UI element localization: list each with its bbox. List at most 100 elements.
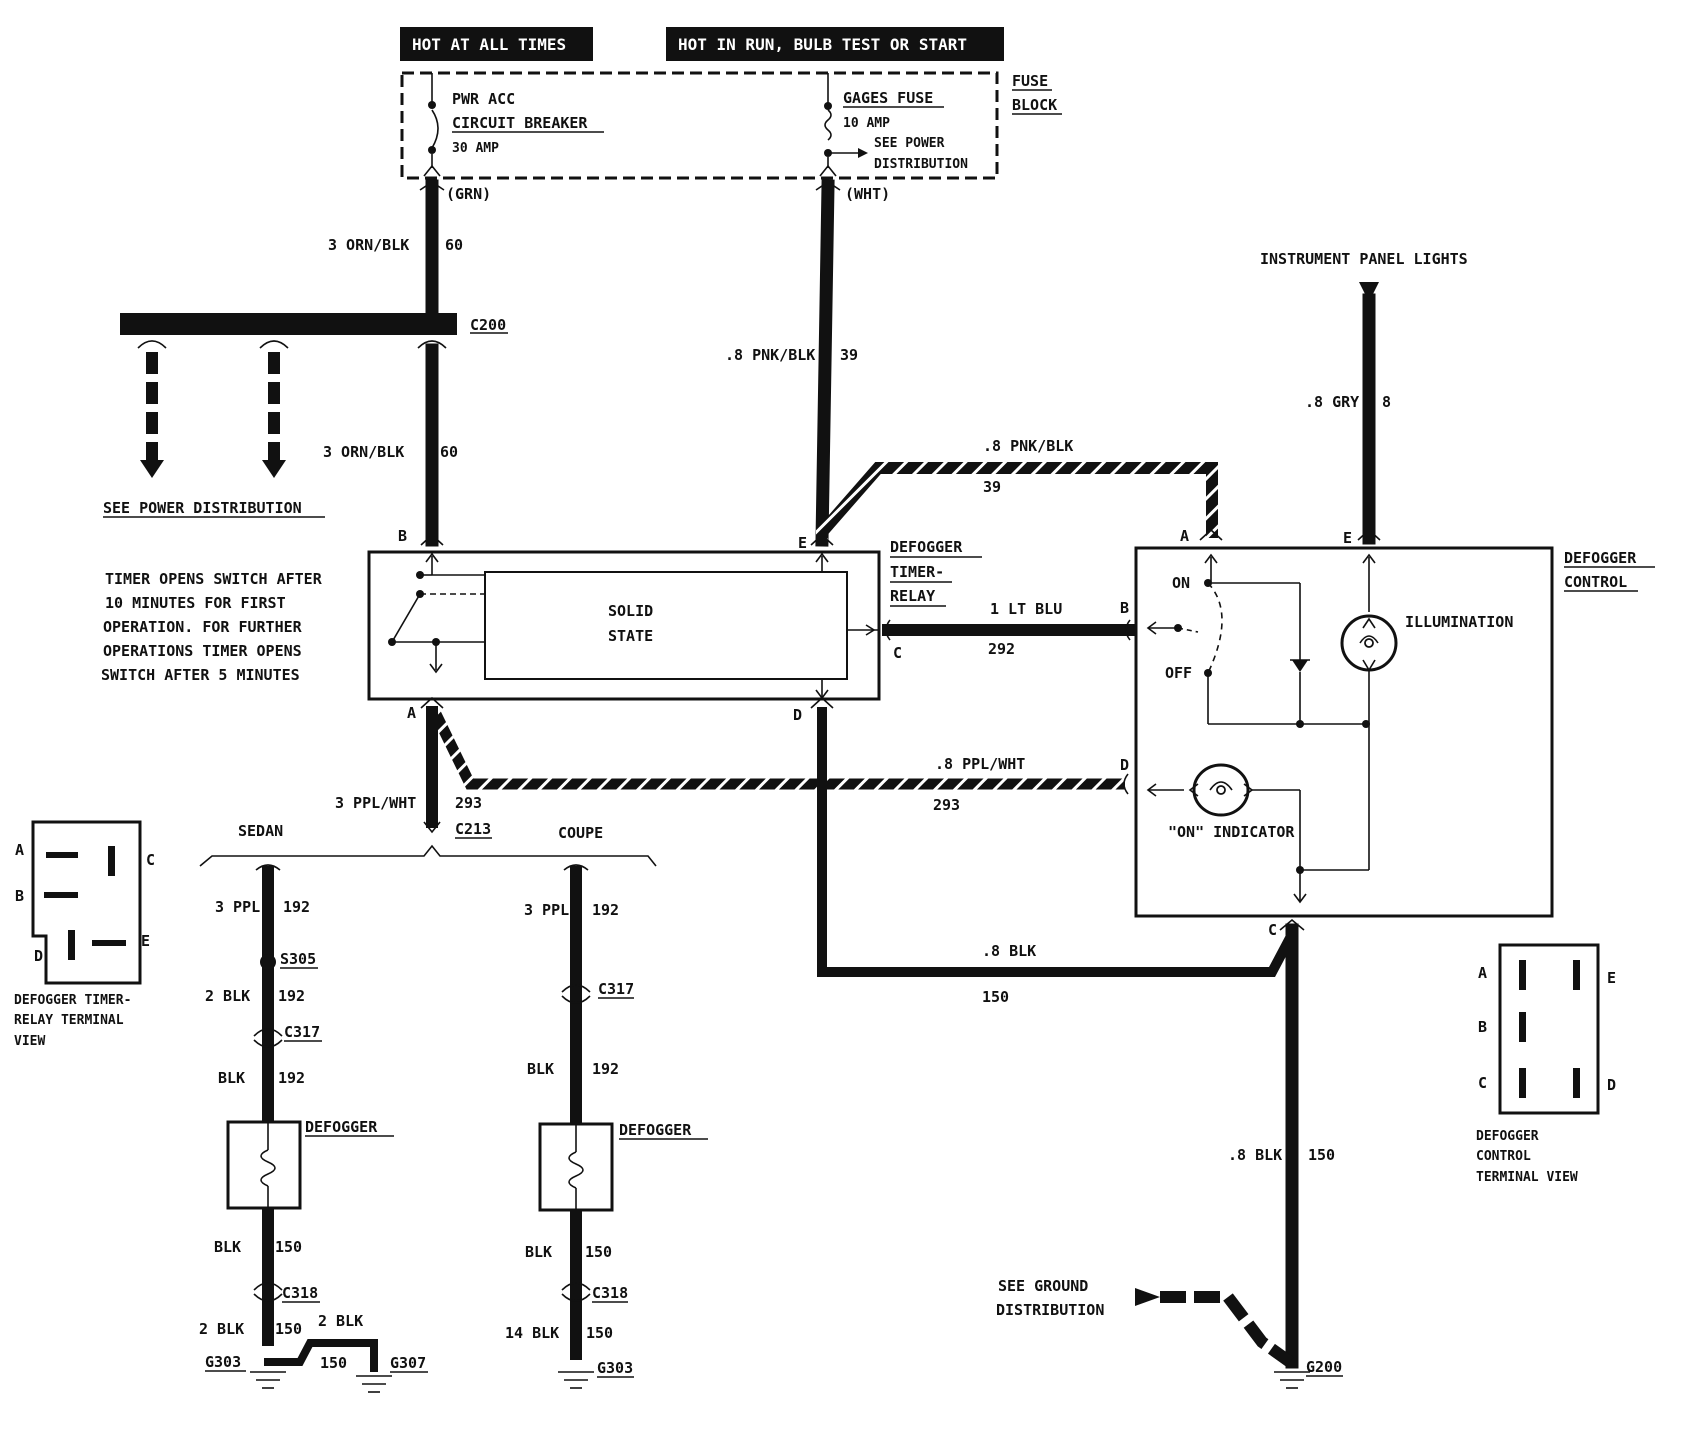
svg-text:E: E <box>1343 529 1352 547</box>
svg-text:G303: G303 <box>205 1353 241 1371</box>
svg-text:COUPE: COUPE <box>558 824 603 842</box>
svg-text:10 AMP: 10 AMP <box>843 116 890 131</box>
svg-text:192: 192 <box>592 901 619 919</box>
svg-text:STATE: STATE <box>608 627 653 645</box>
svg-text:D: D <box>1607 1076 1616 1094</box>
svg-text:OPERATION. FOR FURTHER: OPERATION. FOR FURTHER <box>103 618 303 636</box>
svg-text:OPERATIONS TIMER OPENS: OPERATIONS TIMER OPENS <box>103 642 302 660</box>
svg-text:3 ORN/BLK: 3 ORN/BLK <box>328 236 409 254</box>
sedan-coupe-brace: SEDAN COUPE <box>199 822 657 867</box>
svg-text:DEFOGGER: DEFOGGER <box>1476 1129 1539 1144</box>
svg-text:150: 150 <box>585 1243 612 1261</box>
svg-text:192: 192 <box>278 1069 305 1087</box>
svg-text:SOLID: SOLID <box>608 602 653 620</box>
svg-text:C: C <box>146 851 155 869</box>
ground-g303-coupe <box>558 1371 594 1389</box>
svg-text:C317: C317 <box>598 980 634 998</box>
svg-text:192: 192 <box>278 987 305 1005</box>
see-power-distribution-branch: SEE POWER DISTRIBUTION <box>103 352 325 518</box>
svg-text:3 ORN/BLK: 3 ORN/BLK <box>323 443 404 461</box>
svg-text:(GRN): (GRN) <box>446 185 491 203</box>
svg-text:.8 BLK: .8 BLK <box>1228 1146 1282 1164</box>
sedan-branch: 3 PPL 192 S305 2 BLK 192 C317 BLK 192 DE… <box>199 864 428 1393</box>
svg-text:DEFOGGER TIMER-: DEFOGGER TIMER- <box>14 993 131 1008</box>
svg-text:.8 GRY: .8 GRY <box>1305 393 1359 411</box>
svg-text:SEDAN: SEDAN <box>238 822 283 840</box>
svg-text:.8 PNK/BLK: .8 PNK/BLK <box>725 346 815 364</box>
svg-text:G303: G303 <box>597 1359 633 1377</box>
svg-text:192: 192 <box>283 898 310 916</box>
svg-text:B: B <box>1478 1018 1487 1036</box>
svg-text:BLK: BLK <box>527 1060 554 1078</box>
svg-text:150: 150 <box>1308 1146 1335 1164</box>
svg-text:150: 150 <box>275 1320 302 1338</box>
svg-text:DEFOGGER: DEFOGGER <box>890 538 963 556</box>
svg-text:DEFOGGER: DEFOGGER <box>1564 549 1637 567</box>
svg-text:DISTRIBUTION: DISTRIBUTION <box>874 157 968 172</box>
svg-text:150: 150 <box>275 1238 302 1256</box>
header-hot-in-run: HOT IN RUN, BULB TEST OR START <box>666 27 1004 61</box>
svg-text:SEE POWER: SEE POWER <box>874 136 945 151</box>
svg-text:ILLUMINATION: ILLUMINATION <box>1405 613 1513 631</box>
svg-text:SWITCH AFTER 5 MINUTES: SWITCH AFTER 5 MINUTES <box>101 666 300 684</box>
wire-blk-150: .8 BLK 150 .8 BLK 150 SEE GROUND DISTRIB… <box>817 707 1335 1369</box>
svg-text:A: A <box>407 704 416 722</box>
svg-text:INSTRUMENT PANEL LIGHTS: INSTRUMENT PANEL LIGHTS <box>1260 250 1468 268</box>
fuse-block: FUSE BLOCK PWR ACC CIRCUIT BREAKER 30 AM… <box>400 71 1062 180</box>
svg-text:TERMINAL VIEW: TERMINAL VIEW <box>1476 1170 1578 1185</box>
svg-text:14 BLK: 14 BLK <box>505 1324 559 1342</box>
svg-text:RELAY TERMINAL: RELAY TERMINAL <box>14 1013 124 1028</box>
svg-text:C213: C213 <box>455 820 491 838</box>
coupe-defogger-grid <box>538 1122 614 1212</box>
coupe-branch: 3 PPL 192 C317 BLK 192 DEFOGGER BLK 150 … <box>505 864 708 1389</box>
svg-text:DISTRIBUTION: DISTRIBUTION <box>996 1301 1104 1319</box>
svg-text:30 AMP: 30 AMP <box>452 141 499 156</box>
svg-text:E: E <box>798 534 807 552</box>
svg-text:10 MINUTES FOR FIRST: 10 MINUTES FOR FIRST <box>105 594 286 612</box>
svg-text:.8 PNK/BLK: .8 PNK/BLK <box>983 437 1073 455</box>
svg-text:E: E <box>141 932 150 950</box>
svg-text:A: A <box>1478 964 1487 982</box>
svg-text:PWR ACC: PWR ACC <box>452 90 515 108</box>
svg-text:BLK: BLK <box>218 1069 245 1087</box>
circuit-breaker: PWR ACC CIRCUIT BREAKER 30 AMP <box>423 73 604 177</box>
svg-text:8: 8 <box>1382 393 1391 411</box>
svg-text:150: 150 <box>982 988 1009 1006</box>
svg-text:D: D <box>793 706 802 724</box>
svg-text:1 LT BLU: 1 LT BLU <box>990 600 1062 618</box>
svg-text:"ON" INDICATOR: "ON" INDICATOR <box>1168 823 1295 841</box>
svg-text:292: 292 <box>988 640 1015 658</box>
control-terminal-view: A B C E D DEFOGGER CONTROL TERMINAL VIEW <box>1476 943 1616 1185</box>
svg-text:S305: S305 <box>280 950 316 968</box>
ground-g200: G200 <box>1274 1358 1343 1389</box>
ground-g303-sedan <box>250 1371 286 1389</box>
svg-text:293: 293 <box>455 794 482 812</box>
svg-text:C318: C318 <box>282 1284 318 1302</box>
svg-text:3 PPL/WHT: 3 PPL/WHT <box>335 794 416 812</box>
diode-icon <box>1290 659 1310 728</box>
svg-text:C200: C200 <box>470 316 506 334</box>
svg-text:VIEW: VIEW <box>14 1034 45 1049</box>
svg-text:60: 60 <box>445 236 463 254</box>
svg-text:39: 39 <box>840 346 858 364</box>
gages-fuse: GAGES FUSE 10 AMP SEE POWER DISTRIBUTION <box>819 73 968 177</box>
svg-text:TIMER OPENS SWITCH AFTER: TIMER OPENS SWITCH AFTER <box>105 570 323 588</box>
svg-text:RELAY: RELAY <box>890 587 935 605</box>
svg-text:ON: ON <box>1172 574 1190 592</box>
svg-text:DEFOGGER: DEFOGGER <box>305 1118 378 1136</box>
svg-text:CIRCUIT BREAKER: CIRCUIT BREAKER <box>452 114 588 132</box>
svg-text:G307: G307 <box>390 1354 426 1372</box>
svg-text:.8 BLK: .8 BLK <box>982 942 1036 960</box>
svg-text:.8 PPL/WHT: .8 PPL/WHT <box>935 755 1025 773</box>
svg-text:OFF: OFF <box>1165 664 1192 682</box>
on-indicator-lamp-icon <box>1188 763 1254 817</box>
svg-text:D: D <box>34 947 43 965</box>
svg-text:HOT AT ALL TIMES: HOT AT ALL TIMES <box>412 35 566 54</box>
svg-text:TIMER-: TIMER- <box>890 563 944 581</box>
svg-text:DEFOGGER: DEFOGGER <box>619 1121 692 1139</box>
wire-gry-8: INSTRUMENT PANEL LIGHTS .8 GRY 8 <box>1260 250 1468 545</box>
svg-text:C: C <box>893 644 902 662</box>
svg-text:G200: G200 <box>1306 1358 1342 1376</box>
